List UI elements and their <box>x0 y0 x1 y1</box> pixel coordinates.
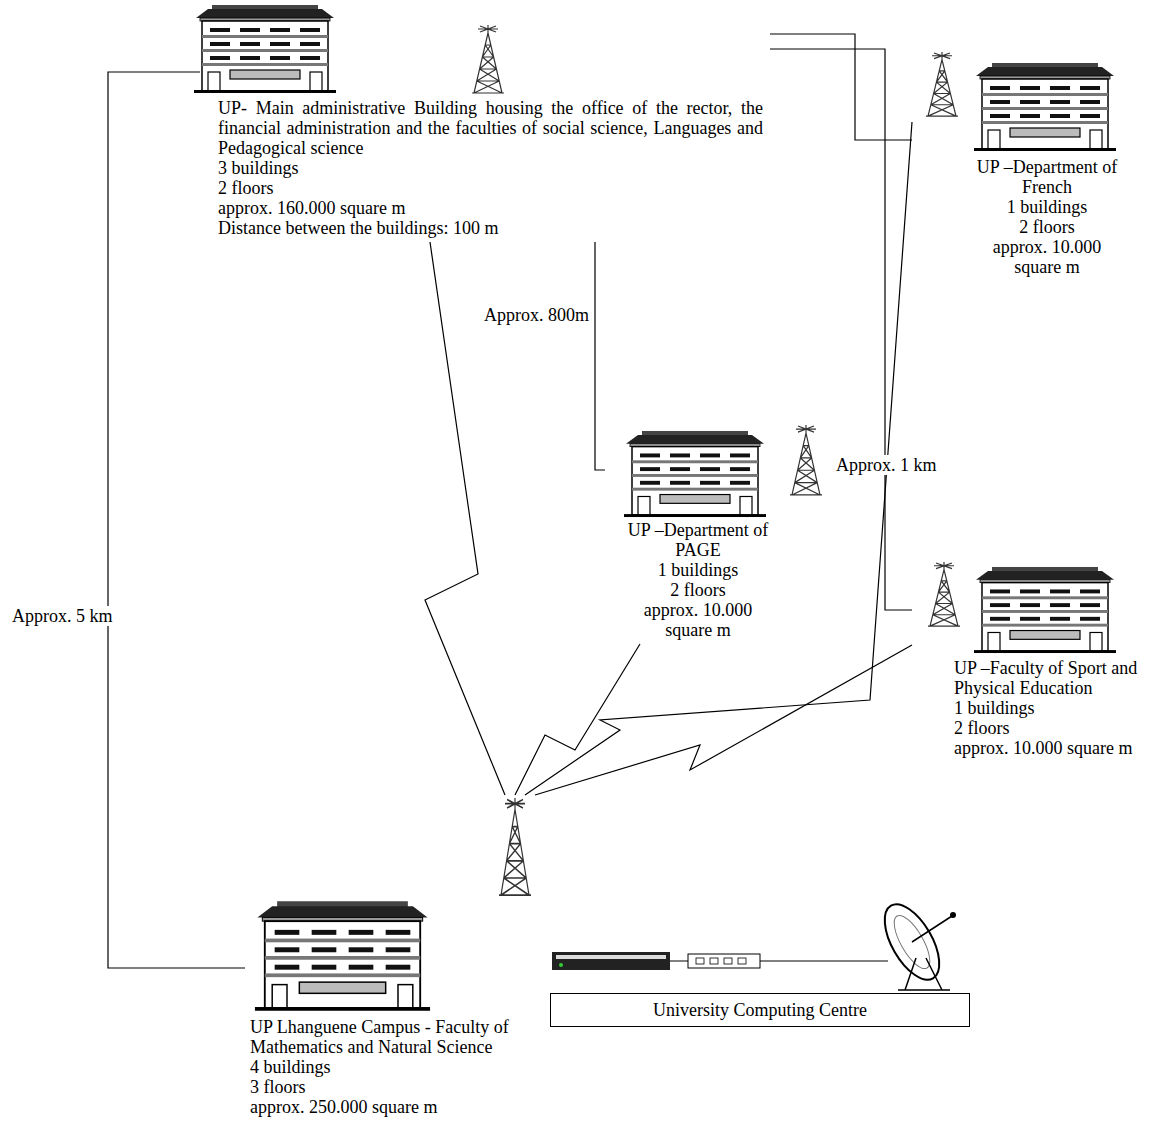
distance-label: Approx. 5 km <box>10 606 115 626</box>
building-detail: 1 buildings <box>972 197 1122 217</box>
radio-tower <box>472 25 504 93</box>
building-detail: 2 floors <box>954 718 1159 738</box>
building-detail: 1 buildings <box>954 698 1159 718</box>
building-detail: 2 floors <box>623 580 773 600</box>
building-detail: approx. 10.000 square m <box>623 600 773 640</box>
building-detail: 4 buildings <box>250 1057 540 1077</box>
building-detail: 1 buildings <box>623 560 773 580</box>
building-detail: approx. 10.000 square m <box>954 738 1159 758</box>
building-icon <box>624 431 766 517</box>
satellite-dish <box>874 896 956 990</box>
cable-link <box>595 242 605 470</box>
building-label: UP –Department of PAGE1 buildings2 floor… <box>605 425 830 644</box>
radio-tower <box>499 798 531 895</box>
building-icon <box>974 63 1116 151</box>
building-name: UP- Main administrative Building housing… <box>218 98 763 158</box>
cable <box>760 961 888 962</box>
distance-label: Approx. 1 km <box>834 455 939 475</box>
building-detail: 3 floors <box>250 1077 540 1097</box>
building-name: UP –Department of French <box>972 157 1122 197</box>
cable <box>670 961 688 962</box>
process-box: University Computing Centre <box>550 993 970 1027</box>
building-icon <box>255 901 430 1011</box>
building-detail: 2 floors <box>218 178 763 198</box>
building-name: UP –Faculty of Sport and Physical Educat… <box>954 658 1159 698</box>
building-detail: 2 floors <box>972 217 1122 237</box>
building-icon <box>194 5 336 93</box>
modem <box>688 954 760 968</box>
building-detail: 3 buildings <box>218 158 763 178</box>
radio-tower <box>790 425 822 495</box>
radio-tower <box>928 562 960 626</box>
building-detail: approx. 10.000 square m <box>972 237 1122 277</box>
building-icon <box>974 567 1116 653</box>
wireless-link <box>535 645 912 795</box>
cable-link <box>770 34 912 140</box>
radio-tower <box>926 52 958 116</box>
building-label: UP- Main administrative Building housing… <box>200 4 770 242</box>
building-name: UP Lhanguene Campus - Faculty of Mathema… <box>250 1017 540 1057</box>
network-switch <box>552 952 670 970</box>
building-detail: Distance between the buildings: 100 m <box>218 218 763 238</box>
building-label: UP –Department of French1 buildings2 flo… <box>912 52 1164 281</box>
wireless-link <box>515 644 640 795</box>
building-detail: approx. 250.000 square m <box>250 1097 540 1117</box>
building-label: UP Lhanguene Campus - Faculty of Mathema… <box>245 795 545 1121</box>
building-detail: approx. 160.000 square m <box>218 198 763 218</box>
building-label: UP –Faculty of Sport and Physical Educat… <box>912 560 1164 762</box>
distance-label: Approx. 800m <box>482 305 591 325</box>
cable-link <box>770 49 912 610</box>
building-name: University Computing Centre <box>559 1000 961 1020</box>
building-name: UP –Department of PAGE <box>623 520 773 560</box>
